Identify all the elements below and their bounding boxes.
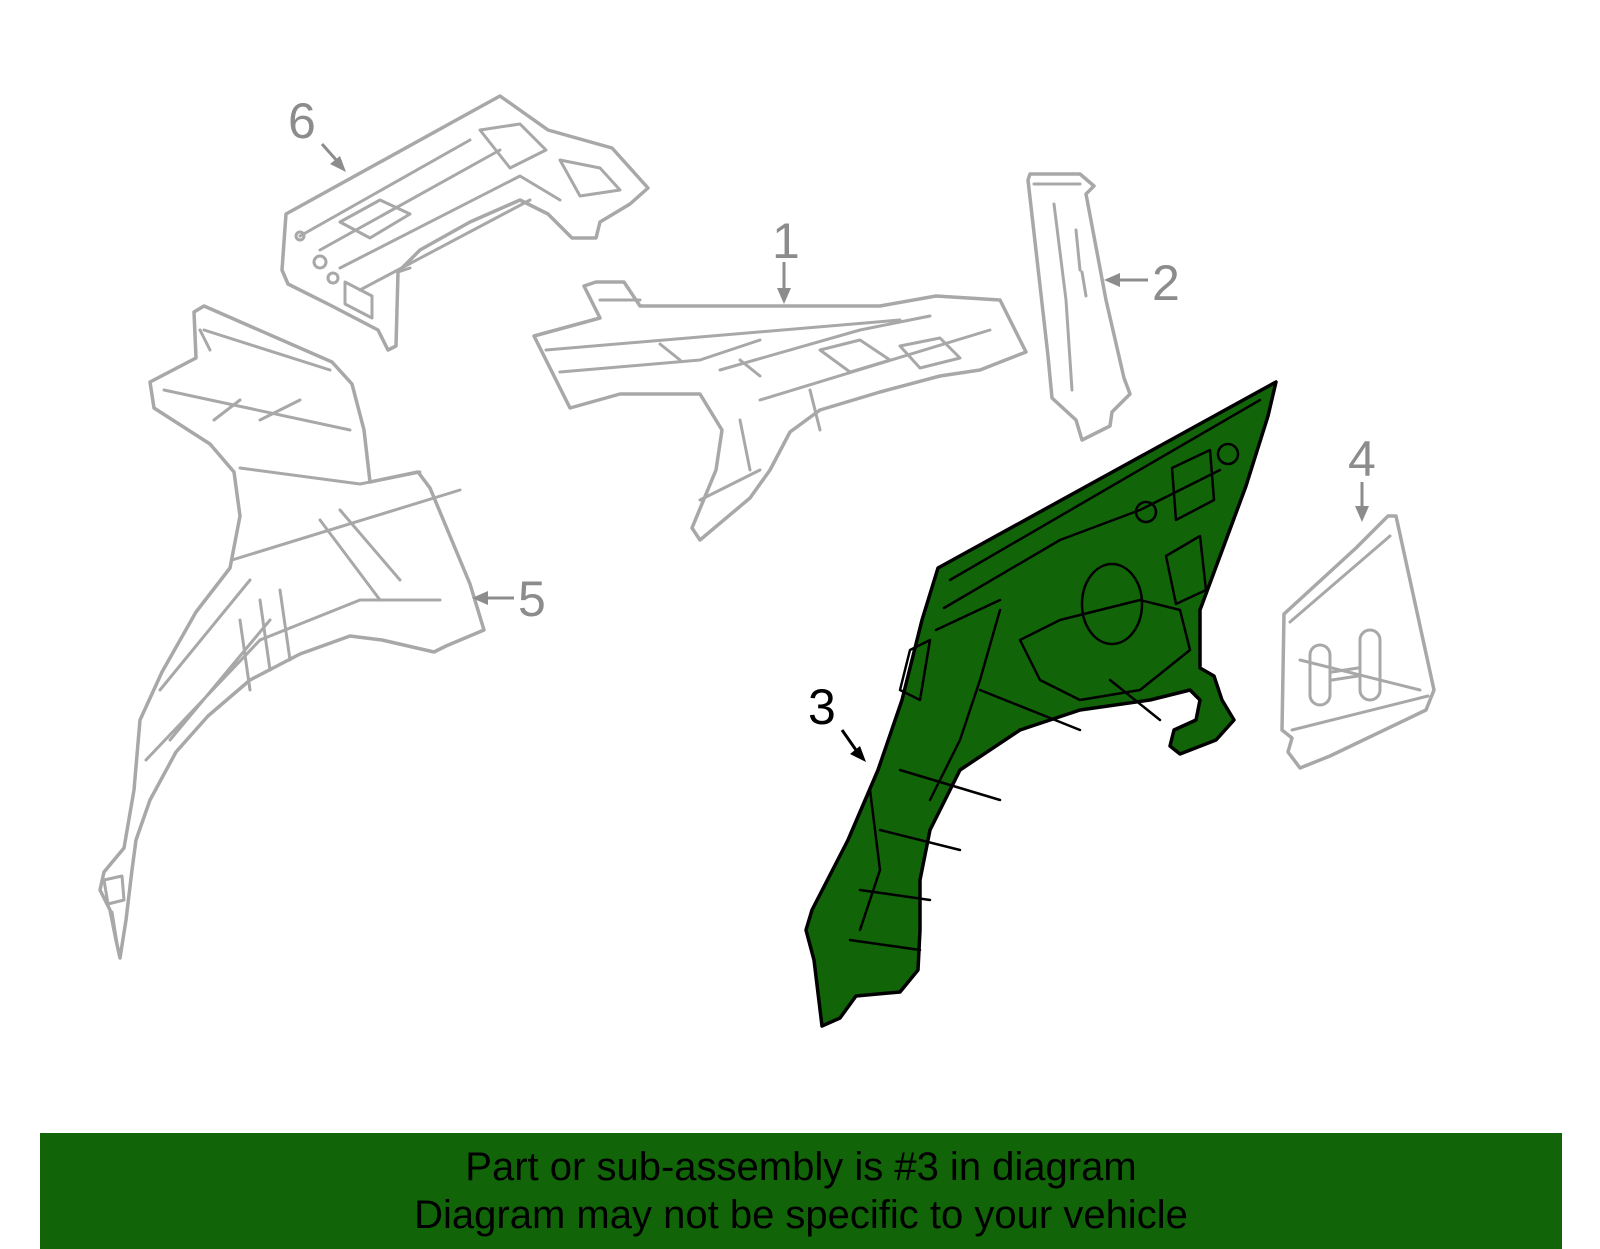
banner-line-disclaimer: Diagram may not be specific to your vehi…	[414, 1193, 1188, 1237]
part-6-shape	[280, 94, 650, 352]
callout-6-label: 6	[288, 93, 316, 149]
info-banner: Part or sub-assembly is #3 in diagram Di…	[40, 1133, 1562, 1249]
callout-5-label: 5	[518, 571, 546, 627]
callout-4-label: 4	[1348, 431, 1376, 487]
part-3-shape	[804, 380, 1278, 1028]
part-3-fill	[804, 380, 1278, 1028]
callout-6: 6	[288, 93, 346, 172]
callout-2-label: 2	[1152, 255, 1180, 311]
part-5-shape	[98, 304, 486, 960]
callout-1: 1	[772, 213, 800, 304]
callout-3-label: 3	[808, 679, 836, 735]
banner-line-part-number: Part or sub-assembly is #3 in diagram	[465, 1145, 1137, 1189]
part-1-shape	[532, 280, 1028, 542]
callout-3: 3	[808, 679, 866, 762]
callout-1-label: 1	[772, 213, 800, 269]
part-4-shape	[1280, 514, 1436, 770]
callout-2: 2	[1104, 255, 1180, 311]
callout-4: 4	[1348, 431, 1376, 522]
part-2-shape	[1026, 172, 1132, 442]
callout-5: 5	[472, 571, 546, 627]
